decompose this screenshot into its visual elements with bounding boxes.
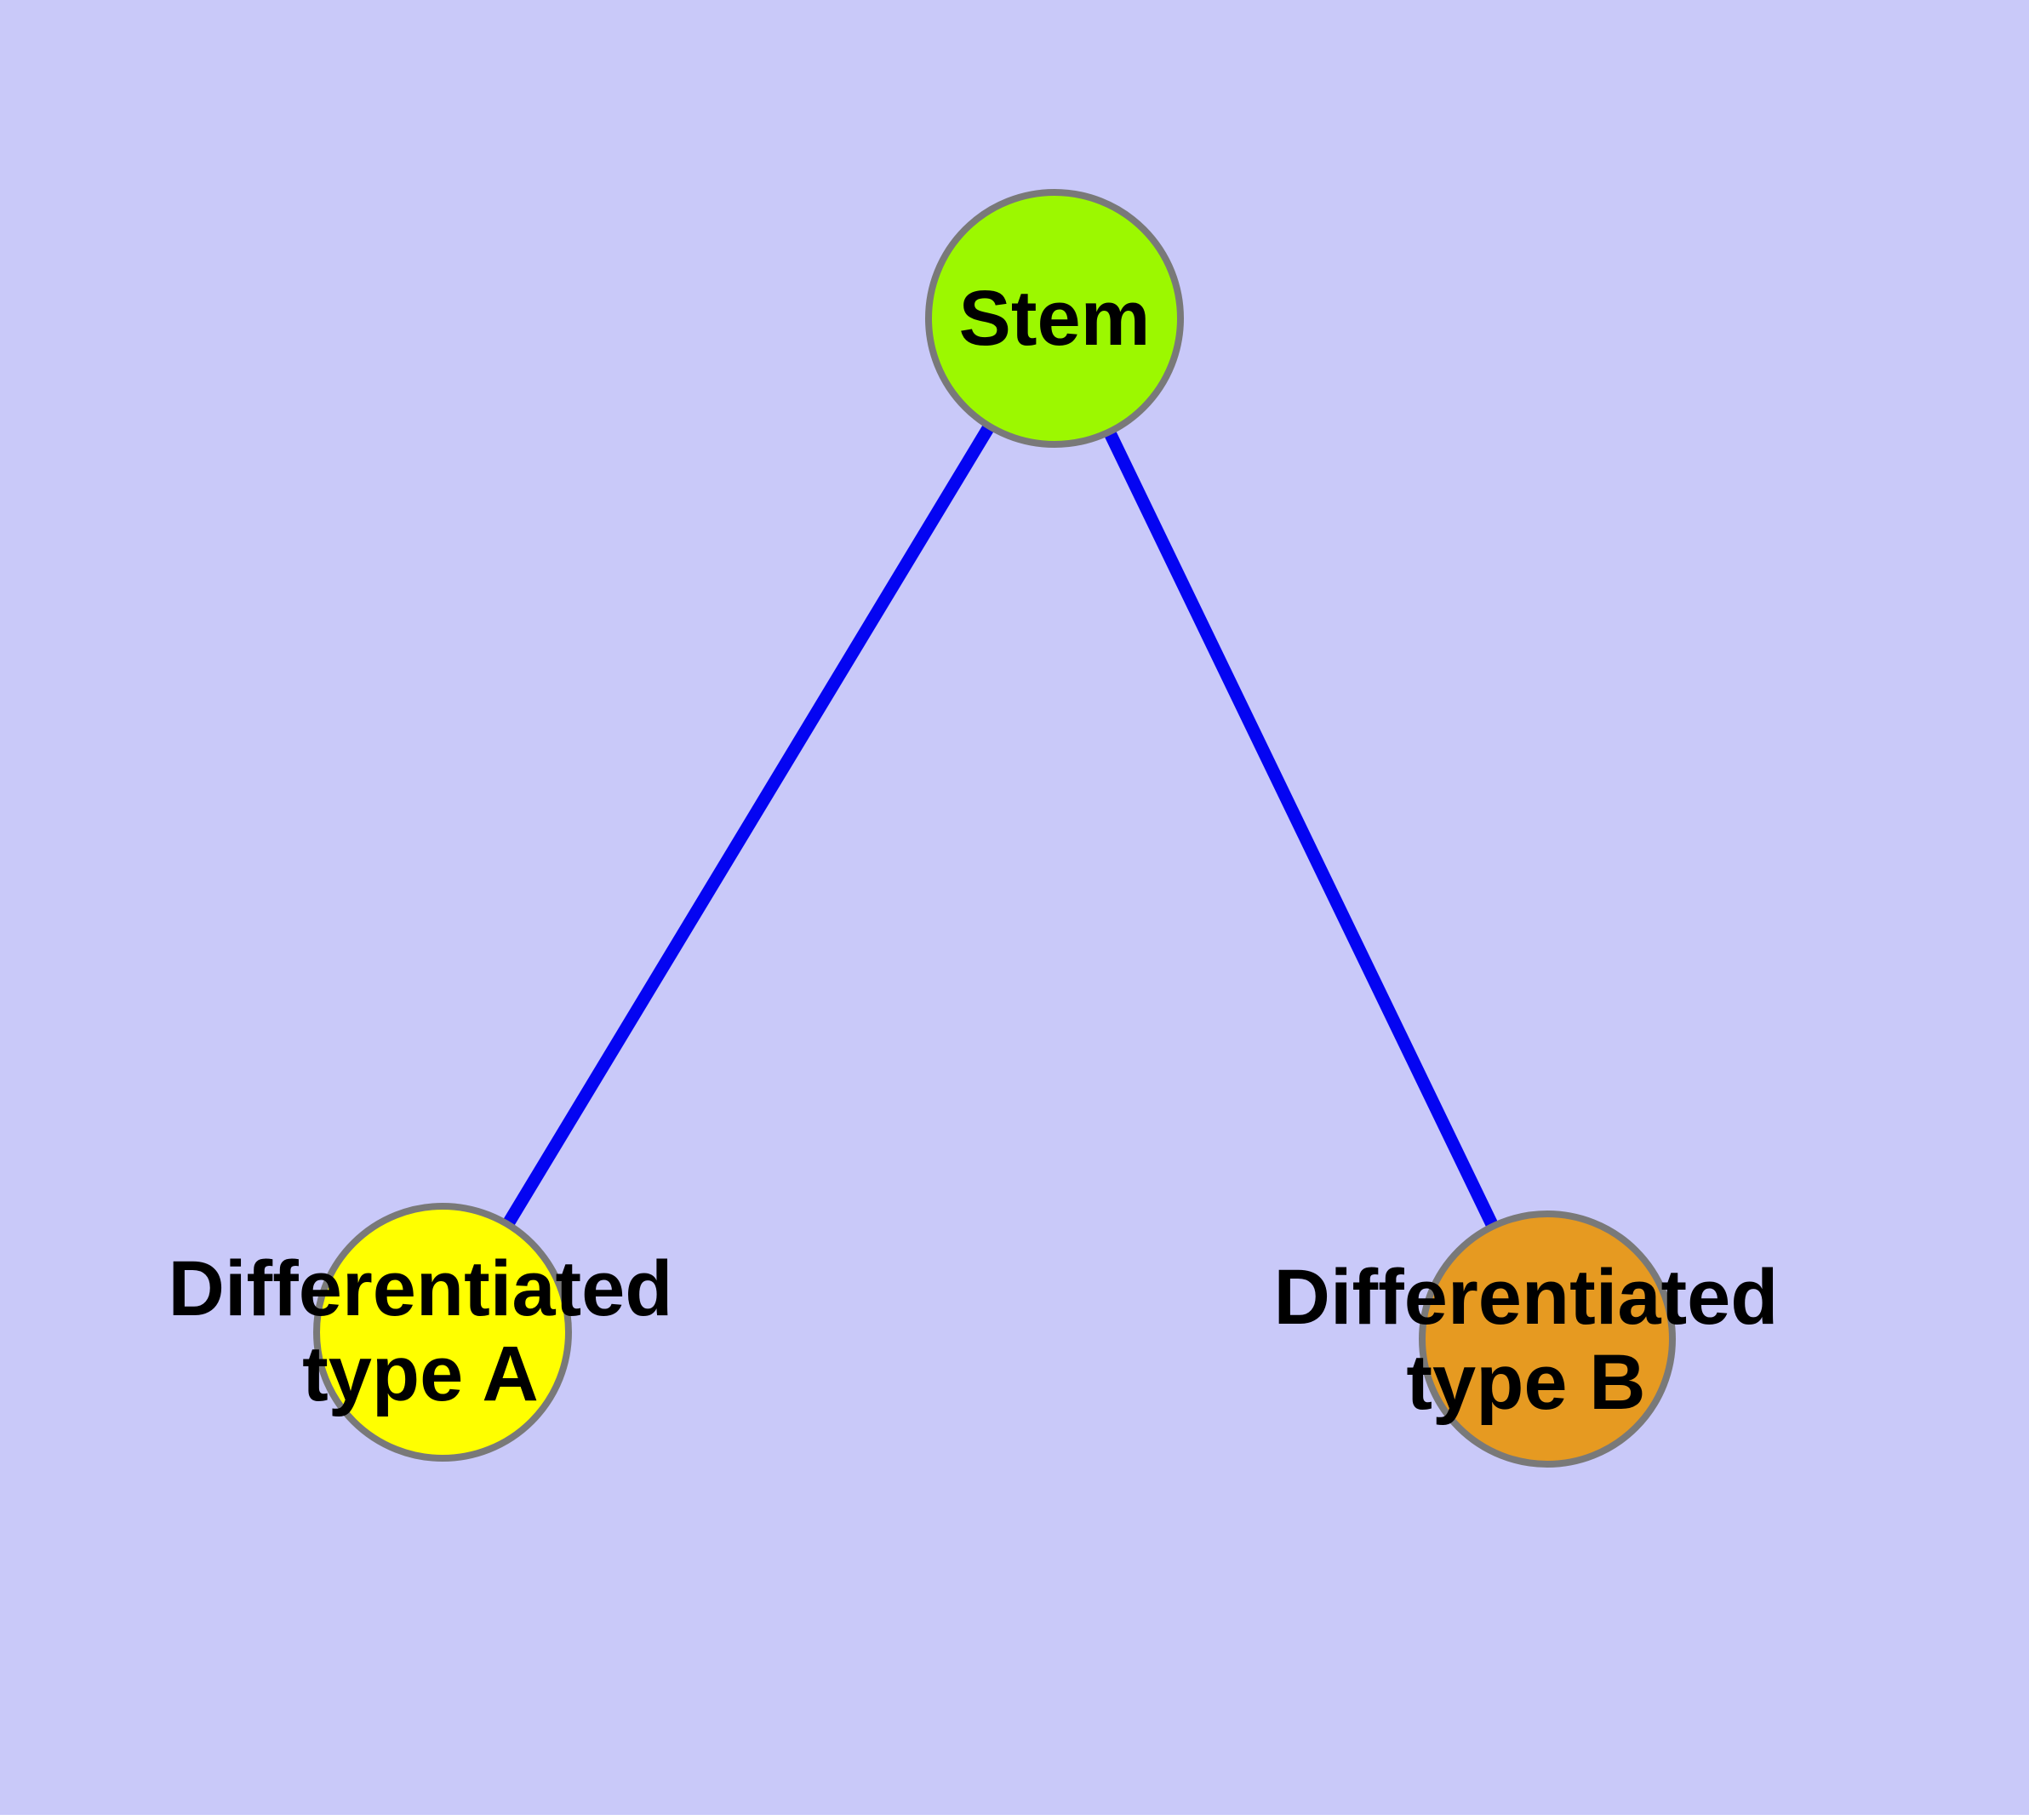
node-differentiated-type-a-label: Differentiated type A xyxy=(169,1246,673,1417)
node-differentiated-type-a[interactable] xyxy=(313,1203,572,1462)
label-line: Stem xyxy=(958,275,1151,362)
label-line: Differentiated xyxy=(1273,1254,1779,1341)
label-line: Differentiated xyxy=(168,1245,673,1332)
label-line: type B xyxy=(1406,1339,1646,1426)
edge-stem-to-type-b xyxy=(1049,315,1553,1342)
edge-stem-to-type-a xyxy=(437,315,1060,1336)
node-stem-label: Stem xyxy=(959,276,1151,361)
label-line: type A xyxy=(302,1331,539,1417)
node-differentiated-type-b-label: Differentiated type B xyxy=(1274,1255,1779,1425)
node-stem[interactable] xyxy=(925,189,1184,448)
node-differentiated-type-b[interactable] xyxy=(1419,1210,1676,1468)
